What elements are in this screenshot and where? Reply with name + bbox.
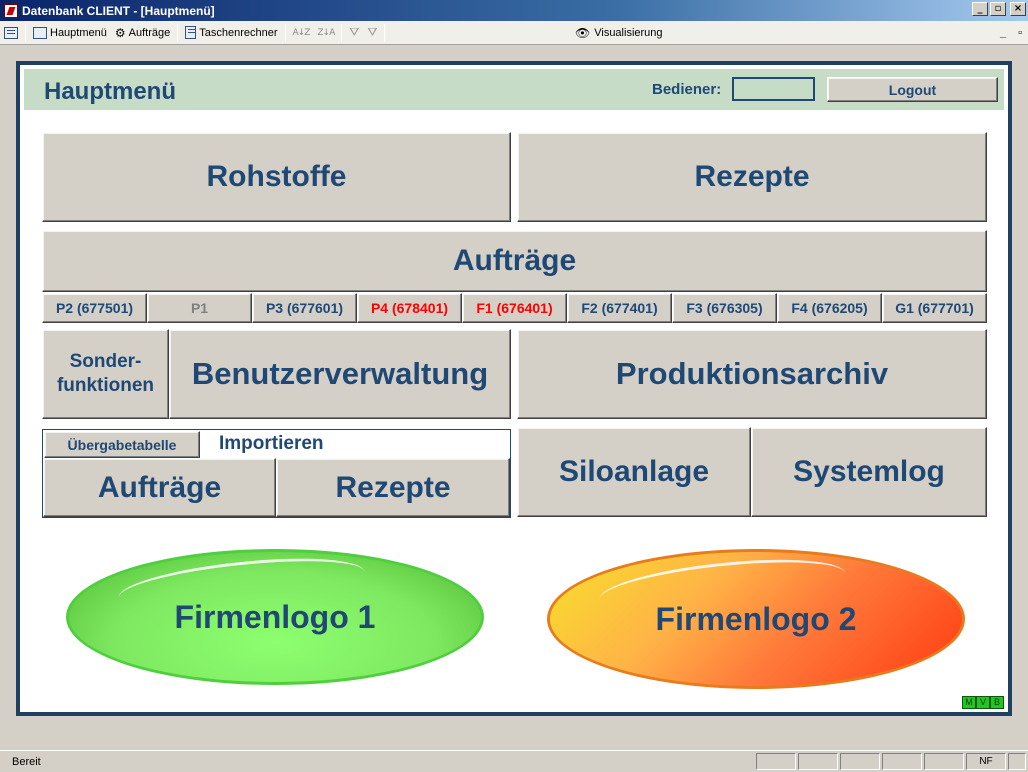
toolbar: Hauptmenü ⚙ Aufträge Taschenrechner A↓Z … (0, 21, 1028, 45)
order-button[interactable]: F4 (676205) (777, 293, 882, 323)
mvb-indicators: M V B (962, 696, 1004, 709)
firmenlogo-2[interactable]: Firmenlogo 2 (547, 549, 965, 689)
hauptmenue-button[interactable]: Hauptmenü (29, 22, 111, 44)
indicator-v: V (976, 696, 990, 709)
rohstoffe-button[interactable]: Rohstoffe (42, 132, 511, 222)
form-header: Hauptmenü Bediener: Logout (24, 69, 1004, 110)
benutzerverwaltung-button[interactable]: Benutzerverwaltung (169, 329, 511, 419)
order-button[interactable]: P4 (678401) (357, 293, 462, 323)
sort-descending-icon[interactable]: Z↓A (317, 27, 335, 38)
bediener-field[interactable] (732, 77, 815, 101)
import-group: Übergabetabelle Importieren Aufträge Rez… (42, 429, 511, 518)
systemlog-button[interactable]: Systemlog (751, 427, 987, 517)
sort-ascending-icon[interactable]: A↓Z (292, 27, 311, 38)
importieren-title: Importieren (219, 433, 324, 454)
visualisierung-label: Visualisierung (594, 27, 663, 39)
status-panel (840, 753, 880, 770)
status-panel (882, 753, 922, 770)
taschenrechner-button[interactable]: Taschenrechner (181, 22, 281, 44)
app-icon[interactable] (4, 3, 18, 18)
indicator-m: M (962, 696, 976, 709)
minimize-icon[interactable]: _ (972, 2, 988, 16)
order-button[interactable]: F2 (677401) (567, 293, 672, 323)
status-panel (756, 753, 796, 770)
auftraege-toolbar-button[interactable]: ⚙ Aufträge (111, 22, 174, 44)
window-title-bar[interactable]: Datenbank CLIENT - [Hauptmenü] _ ▫ × (0, 0, 1028, 21)
toolbar-separator (284, 23, 286, 42)
rezepte-button[interactable]: Rezepte (517, 132, 987, 222)
mdi-restore-icon[interactable]: ▫ (1018, 27, 1022, 39)
main-form: Hauptmenü Bediener: Logout Rohstoffe Rez… (16, 61, 1012, 716)
calculator-icon (185, 26, 197, 39)
firmenlogo-1[interactable]: Firmenlogo 1 (66, 549, 484, 685)
bediener-label: Bediener: (652, 81, 722, 98)
toolbar-separator (341, 23, 343, 42)
sonderfunktionen-button[interactable]: Sonder- funktionen (42, 329, 169, 419)
status-panel (798, 753, 838, 770)
order-button[interactable]: P2 (677501) (42, 293, 147, 323)
order-button[interactable]: F1 (676401) (462, 293, 567, 323)
status-panel (924, 753, 964, 770)
visualisierung-button[interactable]: 👁 Visualisierung (575, 21, 663, 45)
siloanlage-button[interactable]: Siloanlage (517, 427, 751, 517)
taschenrechner-label: Taschenrechner (199, 26, 278, 39)
logout-button[interactable]: Logout (827, 77, 998, 102)
status-bar: Bereit NF (0, 750, 1028, 772)
uebergabetabelle-button[interactable]: Übergabetabelle (44, 431, 200, 458)
toolbar-separator (177, 23, 179, 42)
import-rezepte-button[interactable]: Rezepte (276, 458, 510, 517)
toolbar-separator (25, 23, 26, 42)
restore-icon[interactable]: ▫ (990, 2, 1006, 16)
order-button[interactable]: F3 (676305) (672, 293, 777, 323)
indicator-b: B (990, 696, 1004, 709)
order-button[interactable]: P1 (147, 293, 252, 323)
auftraege-button[interactable]: Aufträge (42, 230, 987, 292)
firmenlogo-2-label: Firmenlogo 2 (655, 600, 857, 637)
window-title: Datenbank CLIENT - [Hauptmenü] (22, 3, 215, 18)
auftraege-toolbar-label: Aufträge (128, 26, 171, 39)
close-icon[interactable]: × (1010, 2, 1026, 16)
status-text: Bereit (12, 755, 41, 768)
order-button[interactable]: P3 (677601) (252, 293, 357, 323)
import-auftraege-button[interactable]: Aufträge (43, 458, 276, 517)
toolbar-separator (384, 23, 386, 42)
form-icon (4, 26, 18, 39)
status-mode: NF (966, 753, 1006, 770)
remove-filter-icon[interactable]: ⛛ (367, 25, 378, 39)
hauptmenue-label: Hauptmenü (50, 26, 107, 39)
page-title: Hauptmenü (44, 78, 176, 105)
resize-grip-icon[interactable] (1008, 753, 1026, 770)
gears-icon: ⚙ (114, 25, 126, 40)
filter-icon[interactable]: ⛛ (349, 25, 360, 39)
eye-icon: 👁 (575, 26, 591, 40)
menu-icon (33, 26, 47, 39)
form-view-button[interactable] (0, 22, 22, 44)
firmenlogo-1-label: Firmenlogo 1 (174, 598, 376, 635)
mdi-minimize-icon[interactable]: _ (999, 27, 1007, 39)
order-button[interactable]: G1 (677701) (882, 293, 987, 323)
produktionsarchiv-button[interactable]: Produktionsarchiv (517, 329, 987, 419)
